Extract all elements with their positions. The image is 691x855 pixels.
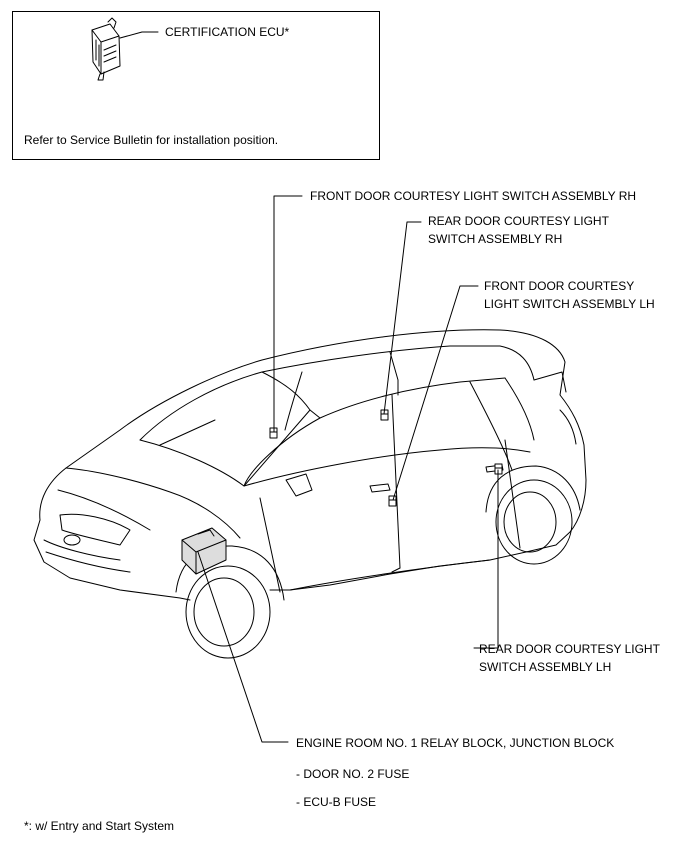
label-relay-block: ENGINE ROOM NO. 1 RELAY BLOCK, JUNCTION … [296, 736, 615, 750]
label-front-door-switch-lh-1: FRONT DOOR COURTESY [484, 279, 635, 293]
certification-ecu-label: CERTIFICATION ECU* [165, 25, 290, 39]
certification-ecu-inset [12, 11, 380, 160]
label-rear-door-switch-lh-2: SWITCH ASSEMBLY LH [479, 660, 612, 674]
switch-front-lh-icon [388, 495, 397, 507]
vehicle-illustration [33, 329, 587, 659]
label-ecu-b-fuse: - ECU-B FUSE [296, 795, 377, 809]
leader-rear-lh [473, 469, 499, 649]
label-door-no2-fuse: - DOOR NO. 2 FUSE [296, 767, 410, 781]
relay-block-icon [181, 527, 227, 575]
leader-front-rh [273, 195, 303, 433]
label-front-door-switch-rh: FRONT DOOR COURTESY LIGHT SWITCH ASSEMBL… [310, 189, 637, 203]
label-front-door-switch-lh-2: LIGHT SWITCH ASSEMBLY LH [484, 297, 655, 311]
leader-relay-block [197, 551, 289, 743]
ecu-leader-line [119, 31, 159, 39]
leader-front-lh [392, 285, 479, 501]
footnote: *: w/ Entry and Start System [24, 819, 175, 833]
label-rear-door-switch-lh-1: REAR DOOR COURTESY LIGHT [479, 642, 660, 656]
certification-ecu-icon [91, 17, 121, 81]
label-rear-door-switch-rh-1: REAR DOOR COURTESY LIGHT [428, 214, 609, 228]
leader-rear-rh [383, 221, 422, 415]
installation-note: Refer to Service Bulletin for installati… [24, 133, 279, 147]
label-rear-door-switch-rh-2: SWITCH ASSEMBLY RH [428, 232, 563, 246]
